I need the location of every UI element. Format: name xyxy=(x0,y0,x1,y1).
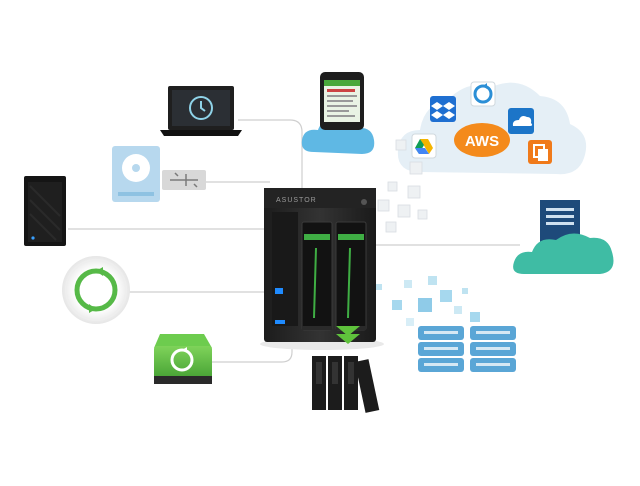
connector-lines xyxy=(68,119,520,363)
google-drive-icon xyxy=(411,133,437,159)
nas-brand-label: ASUSTOR xyxy=(276,197,317,204)
copy-icon xyxy=(528,140,552,164)
smartphone-icon xyxy=(320,72,364,130)
laptop-backup-icon xyxy=(160,86,242,136)
green-backup-drive-icon xyxy=(154,334,212,384)
data-squares-bottom xyxy=(376,276,480,326)
aws-label: AWS xyxy=(465,133,499,150)
server-cloud-icon xyxy=(513,200,614,274)
private-cloud-icon xyxy=(301,119,375,154)
data-cubes-top xyxy=(377,139,428,233)
central-nas-device: ASUSTOR xyxy=(260,188,384,350)
hot-swap-drive-trays-icon xyxy=(312,356,380,413)
dropbox-icon xyxy=(430,96,456,122)
aws-badge: AWS xyxy=(454,123,510,157)
external-nas-icon xyxy=(24,176,66,246)
database-storage-icon xyxy=(418,326,516,372)
sync-recovery-icon xyxy=(62,256,130,324)
usb-optical-drive-icon xyxy=(112,146,206,202)
backup-sync-icon xyxy=(470,81,496,107)
download-arrow-icon xyxy=(336,326,360,344)
onedrive-icon xyxy=(508,108,534,134)
